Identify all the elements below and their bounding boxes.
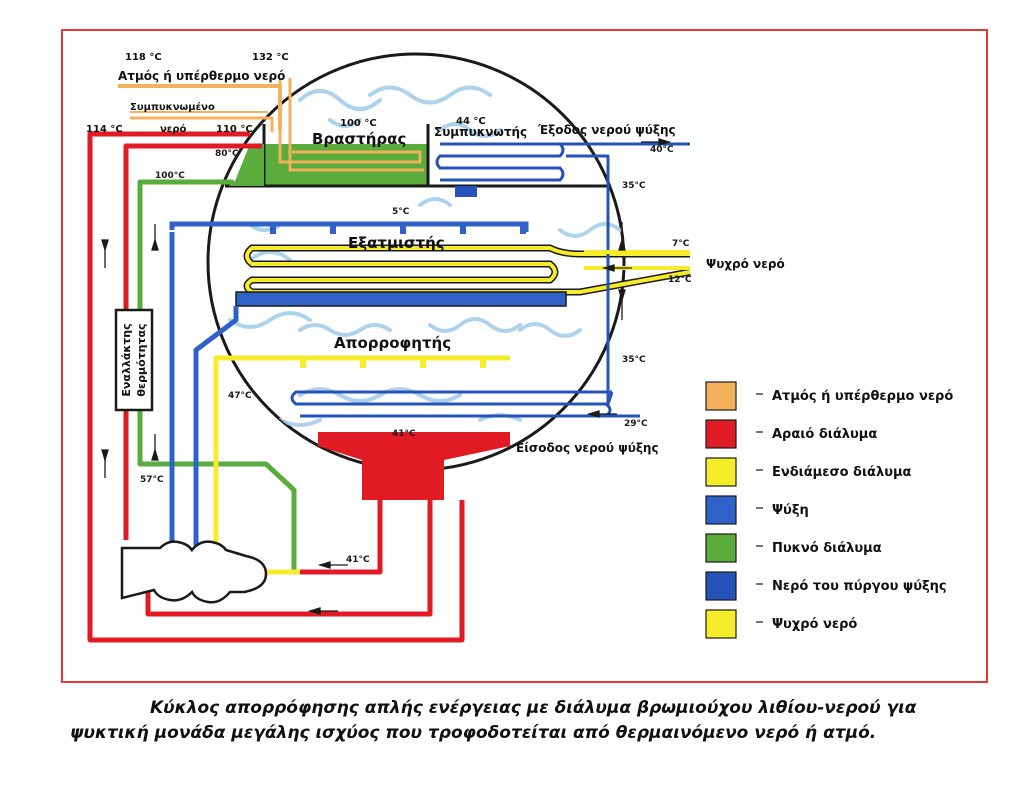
heat-exchanger-label-1: Εναλλάκτης	[120, 323, 133, 396]
concentrated-solution-overflow	[233, 144, 264, 186]
legend-label: Ενδιάμεσο διάλυμα	[772, 465, 912, 480]
temp-100-boiler: 100 °C	[340, 118, 377, 129]
legend-swatch	[705, 609, 737, 639]
legend-label: Ατμός ή υπέρθερμο νερό	[772, 389, 953, 404]
label-condensed-water-1: Συμπυκνωμένο	[130, 101, 215, 113]
legend-item: Νερό του πύργου ψύξης	[705, 571, 947, 601]
legend-swatch	[705, 381, 737, 411]
dilute-solution-line	[87, 131, 465, 643]
legend-swatch	[705, 571, 737, 601]
temp-118: 118 °C	[125, 52, 162, 63]
legend-item: Ψύξη	[705, 495, 809, 525]
steam-supply-line	[118, 84, 282, 130]
temp-132: 132 °C	[252, 52, 289, 63]
temp-7: 7°C	[672, 239, 690, 249]
concentrated-solution-line	[137, 179, 235, 310]
temp-35-lower: 35°C	[622, 355, 646, 365]
legend-item: Ατμός ή υπέρθερμο νερό	[705, 381, 953, 411]
diagram-frame	[61, 29, 988, 683]
figure-caption: Κύκλος απορρόφησης απλής ενέργειας με δι…	[70, 696, 1000, 746]
legend-swatch	[705, 419, 737, 449]
legend-swatch	[705, 457, 737, 487]
label-boiler: Βραστήρας	[312, 130, 406, 148]
steam-return-line	[130, 116, 274, 132]
temp-40: 40°C	[650, 145, 674, 155]
legend-item: Ψυχρό νερό	[705, 609, 857, 639]
caption-text: Κύκλος απορρόφησης απλής ενέργειας με δι…	[70, 698, 917, 743]
temp-80: 80°C	[215, 149, 239, 159]
temp-5: 5°C	[392, 207, 410, 217]
temp-57: 57°C	[140, 475, 164, 485]
temp-41-line: 41°C	[346, 555, 370, 565]
legend-item: Ενδιάμεσο διάλυμα	[705, 457, 912, 487]
absorption-vessel	[169, 52, 691, 500]
condenser-coil	[435, 142, 565, 182]
legend-swatch	[705, 533, 737, 563]
temp-110: 110 °C	[216, 124, 253, 135]
absorber-coil	[290, 390, 612, 418]
temp-44: 44 °C	[456, 116, 486, 127]
label-chilled-water: Ψυχρό νερό	[706, 257, 785, 271]
label-cooling-water-outlet: Έξοδος νερού ψύξης	[537, 123, 676, 137]
temp-29: 29°C	[624, 419, 648, 429]
legend-label: Ψυχρό νερό	[772, 617, 857, 632]
label-cooling-water-inlet: Είσοδος νερού ψύξης	[516, 441, 659, 455]
heat-exchanger: Εναλλάκτης θερμότητας	[114, 308, 154, 412]
temp-47: 47°C	[228, 391, 252, 401]
legend-label: Αραιό διάλυμα	[772, 427, 877, 442]
legend-label: Πυκνό διάλυμα	[772, 541, 882, 556]
temp-12: 12°C	[668, 275, 692, 285]
label-condenser: Συμπυκνωτής	[434, 125, 527, 139]
intermediate-solution-line	[213, 355, 296, 556]
legend-swatch	[705, 495, 737, 525]
dilute-solution-sump	[318, 432, 510, 500]
temp-35-upper: 35°C	[622, 181, 646, 191]
pump-shape	[120, 540, 268, 604]
pumps	[120, 540, 268, 604]
temp-100-line: 100°C	[155, 171, 185, 181]
label-steam-hot-water: Ατμός ή υπέρθερμο νερό	[118, 69, 285, 83]
evaporator-tray	[235, 291, 567, 307]
legend-label: Ψύξη	[772, 503, 809, 518]
label-condensed-water-2: νερό	[160, 123, 187, 135]
temp-114: 114 °C	[86, 124, 123, 135]
legend-label: Νερό του πύργου ψύξης	[772, 579, 947, 594]
heat-exchanger-label-2: θερμότητας	[135, 323, 148, 396]
label-evaporator: Εξατμιστής	[348, 234, 445, 252]
label-absorber: Απορροφητής	[334, 334, 451, 352]
cooling-water-transfer-line	[566, 154, 614, 406]
temp-41-tank: 41°C	[392, 429, 416, 439]
legend-item: Αραιό διάλυμα	[705, 419, 877, 449]
legend-item: Πυκνό διάλυμα	[705, 533, 882, 563]
evaporator-coil	[243, 244, 691, 296]
